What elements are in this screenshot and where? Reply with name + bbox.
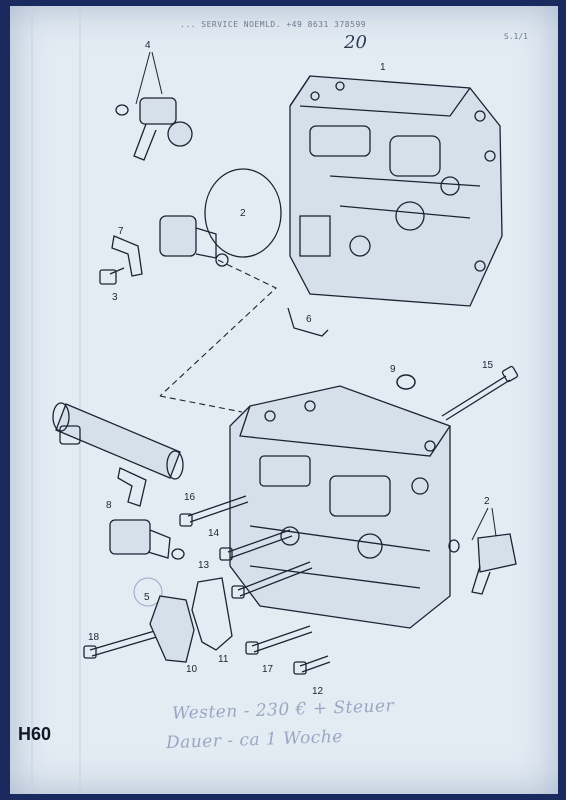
callout-2: 2: [240, 208, 246, 219]
callout-18: 18: [88, 632, 100, 643]
plates-10-11: [149, 577, 233, 663]
solenoid-part-5: [109, 519, 185, 607]
callout-8: 8: [106, 500, 112, 511]
exploded-diagram: 1 2 3 4 5 6 7 8 9 10 11 12 13 14 15 16 1…: [31, 6, 519, 794]
callout-14: 14: [208, 528, 220, 539]
callout-3: 3: [112, 292, 118, 303]
callout-labels: 1 2 3 4 5 6 7 8 9 10 11 12 13 14 15 16 1…: [88, 40, 494, 697]
bolts-group: [83, 495, 331, 675]
callout-17: 17: [262, 664, 274, 675]
callout-6: 6: [306, 314, 312, 325]
callout-10: 10: [186, 664, 198, 675]
callout-7: 7: [118, 226, 124, 237]
fax-header: ... SERVICE NOEMLD. +49 8631 378599: [180, 20, 367, 29]
sheet-reference: S.1/1: [503, 32, 528, 41]
callout-11: 11: [218, 654, 229, 665]
solenoid-part-2-right: [448, 533, 517, 595]
paper-sheet: ... SERVICE NOEMLD. +49 8631 378599 20 S…: [10, 6, 558, 794]
cylinder-solenoid: [52, 402, 184, 480]
lower-valve-body: [229, 385, 451, 629]
callout-1: 1: [380, 62, 386, 73]
callout-13: 13: [198, 560, 210, 571]
callout-15: 15: [482, 360, 494, 371]
upper-valve-body: [289, 75, 503, 307]
bracket-part-7: [99, 235, 143, 285]
seal-part-9: [396, 374, 416, 390]
bolt-part-15: [441, 365, 519, 421]
callout-9: 9: [390, 364, 396, 375]
clip-part-6: [287, 307, 329, 337]
callout-5: 5: [144, 592, 150, 603]
bracket-part-8: [117, 467, 147, 507]
callout-4: 4: [145, 40, 151, 51]
callout-12: 12: [312, 686, 324, 697]
solenoid-part-4: [115, 97, 193, 161]
callout-16: 16: [184, 492, 196, 503]
callout-2-right: 2: [484, 496, 490, 507]
model-label: H60: [18, 724, 52, 744]
page-number: 20: [344, 32, 367, 53]
solenoid-part-2: [159, 168, 282, 267]
